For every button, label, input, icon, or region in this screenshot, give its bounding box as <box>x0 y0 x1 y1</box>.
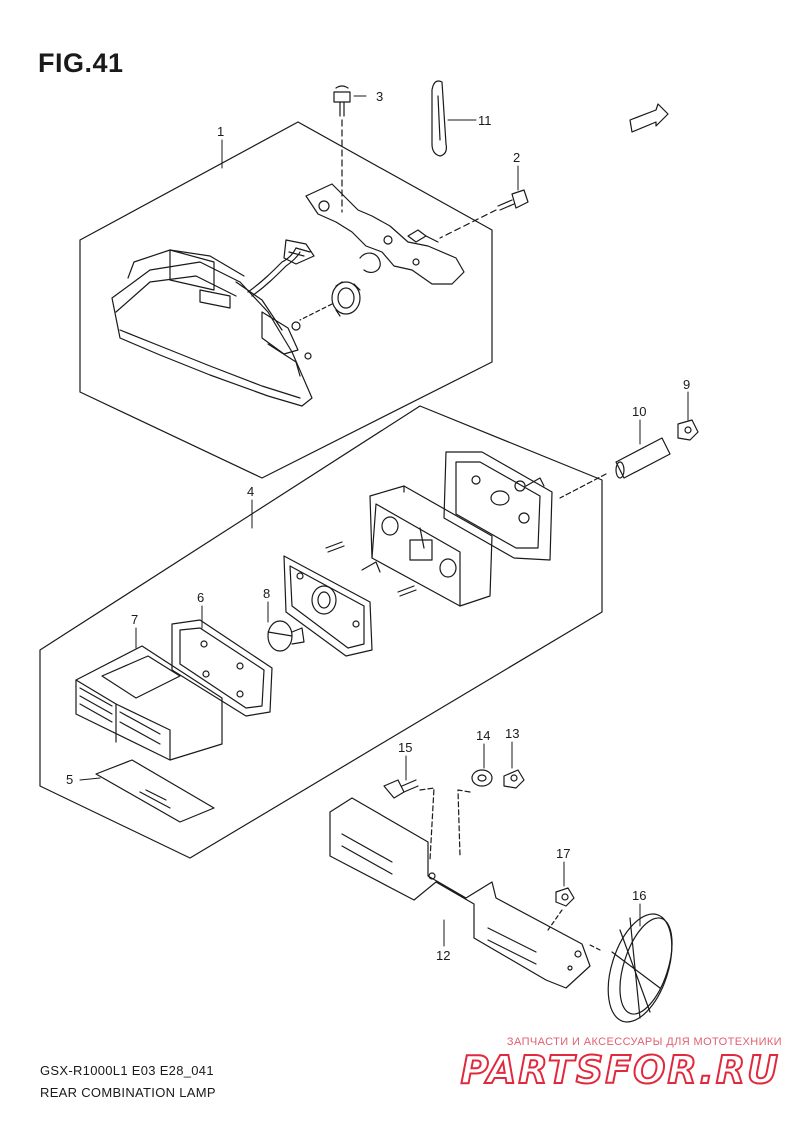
reflector-16 <box>587 913 673 1023</box>
callout-14: 14 <box>476 728 490 743</box>
bolt-15 <box>383 779 435 861</box>
cover-plate-5 <box>95 759 215 823</box>
bulb-socket <box>299 281 361 321</box>
callout-3: 3 <box>376 89 383 104</box>
bolt-2 <box>439 189 529 239</box>
wire-clamp-11 <box>431 80 447 157</box>
callout-1: 1 <box>217 124 224 139</box>
callout-12: 12 <box>436 948 450 963</box>
leader-lines <box>79 95 689 947</box>
lens-7 <box>75 645 223 761</box>
callout-10: 10 <box>632 404 646 419</box>
bulb-8 <box>267 620 305 652</box>
callout-8: 8 <box>263 586 270 601</box>
assembly-4-outline <box>39 405 603 859</box>
tail-lamp-body <box>111 249 313 407</box>
license-bracket-12 <box>329 797 591 989</box>
callout-6: 6 <box>197 590 204 605</box>
callout-labels: 1 2 3 4 5 6 7 8 9 10 11 12 13 14 15 16 1… <box>66 89 690 963</box>
nut-17 <box>547 887 575 931</box>
callout-13: 13 <box>505 726 519 741</box>
callout-17: 17 <box>556 846 570 861</box>
bulb-socket-plate <box>283 541 417 657</box>
callout-4: 4 <box>247 484 254 499</box>
callout-15: 15 <box>398 740 412 755</box>
assembly-1-outline <box>79 121 493 479</box>
lamp-wire-connector <box>247 239 315 297</box>
callout-7: 7 <box>131 612 138 627</box>
callout-5: 5 <box>66 772 73 787</box>
watermark-tagline: ЗАПЧАСТИ И АКСЕССУАРЫ ДЛЯ МОТОТЕХНИКИ <box>506 1036 782 1048</box>
nut-13 <box>503 769 525 789</box>
license-lamp-housing <box>369 485 493 607</box>
callout-2: 2 <box>513 150 520 165</box>
watermark-brand-logo: PARTSFOR.RU <box>460 1047 780 1093</box>
section-name: REAR COMBINATION LAMP <box>40 1085 216 1100</box>
callout-11: 11 <box>478 113 492 128</box>
figure-title: FIG.41 <box>38 48 124 78</box>
screw-3 <box>333 85 351 213</box>
model-code: GSX-R1000L1 E03 E28_041 <box>40 1063 214 1078</box>
gasket-6 <box>171 619 273 717</box>
callout-9: 9 <box>683 377 690 392</box>
nut-9 <box>677 419 699 441</box>
washer-14 <box>457 769 493 857</box>
spacer-10 <box>559 437 671 499</box>
callout-16: 16 <box>632 888 646 903</box>
lamp-gasket-back <box>443 451 553 561</box>
fwd-direction-badge <box>629 103 669 133</box>
lamp-mounting-bracket <box>305 183 465 285</box>
